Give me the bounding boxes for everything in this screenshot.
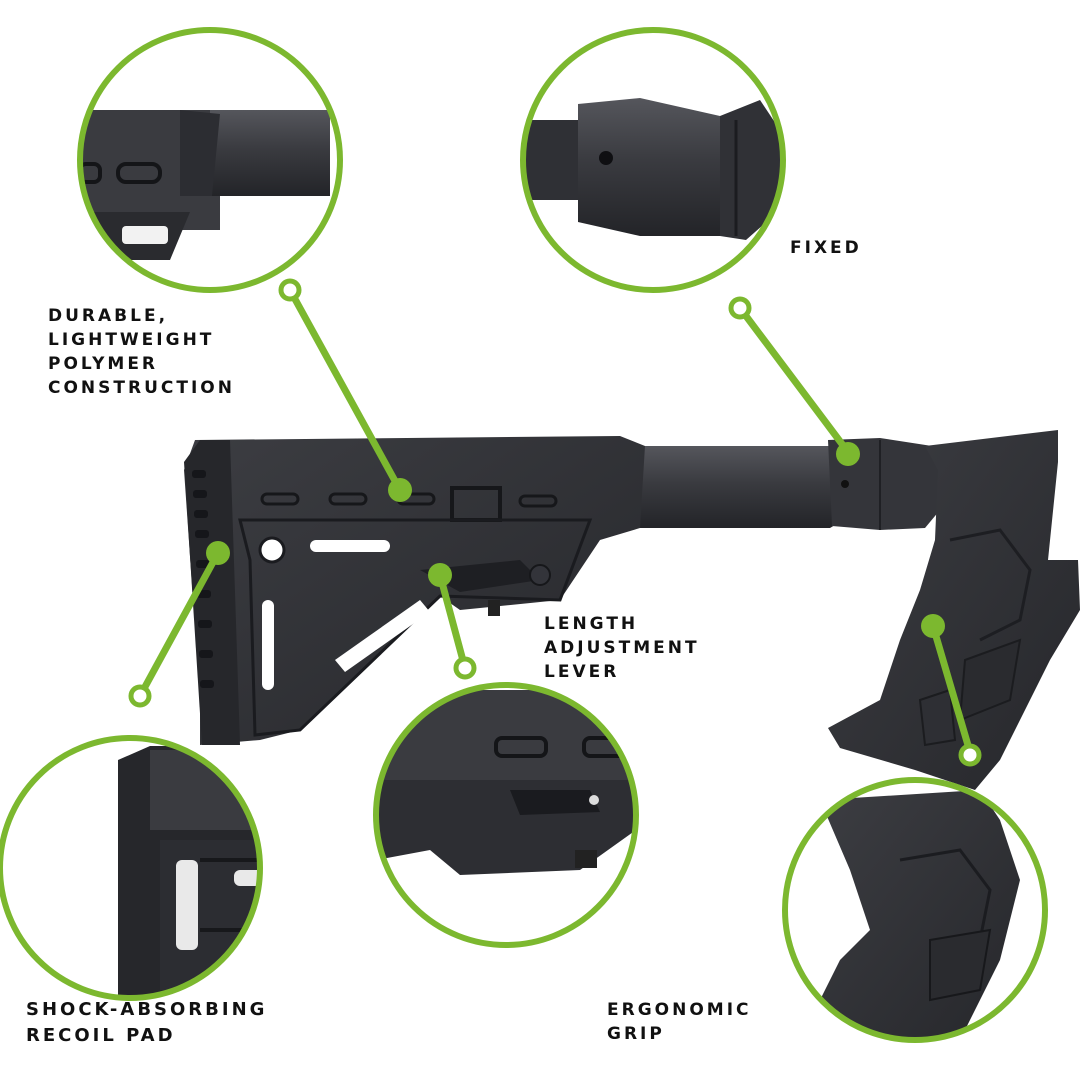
label-line: Polymer: [48, 354, 159, 374]
zoom-circle-fixed: [520, 27, 786, 293]
main-stock: [184, 430, 1080, 790]
label-line: Grip: [607, 1024, 665, 1044]
buffer-tube: [640, 446, 840, 528]
label-line: Durable,: [48, 306, 169, 326]
fixed-label: Fixed: [790, 236, 862, 260]
pistol-grip: [828, 430, 1080, 790]
callout-dots-hollow: [128, 278, 982, 767]
label-line: Shock-Absorbing: [26, 999, 268, 1020]
label-line: Length: [544, 614, 639, 634]
ergonomic-grip-label: Ergonomic Grip: [607, 998, 752, 1046]
durable-polymer-label: Durable, Lightweight Polymer Constructio…: [48, 304, 235, 400]
length-adjustment-lever-label: Length Adjustment Lever: [544, 612, 700, 684]
label-line: Construction: [48, 378, 235, 398]
label-line: Adjustment: [544, 638, 700, 658]
label-line: Fixed: [790, 238, 862, 258]
zoom-circle-recoil-pad: [0, 735, 263, 1001]
zoom-circle-lever: [373, 682, 639, 948]
label-line: Ergonomic: [607, 1000, 752, 1020]
callout-connectors: [136, 288, 974, 753]
label-line: Lightweight: [48, 330, 215, 350]
recoil-pad-label: Shock-Absorbing Recoil Pad: [26, 997, 267, 1049]
zoom-circle-durable: [77, 27, 343, 293]
stock-body: [184, 436, 645, 745]
label-line: Lever: [544, 662, 620, 682]
callout-dots-filled: [206, 442, 945, 638]
label-line: Recoil Pad: [26, 1025, 176, 1046]
zoom-circle-grip: [782, 777, 1048, 1043]
